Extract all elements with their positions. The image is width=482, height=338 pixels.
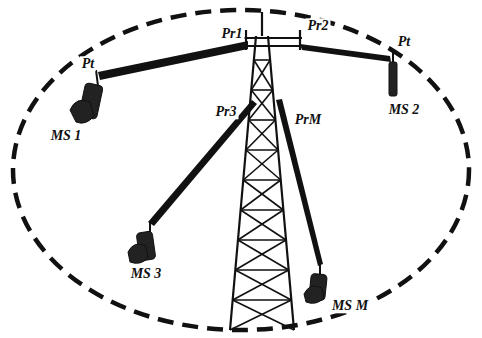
station-label: MS M	[330, 298, 370, 313]
tower-leg	[230, 36, 256, 330]
tower-bracing	[230, 60, 294, 330]
tower-brace	[243, 179, 280, 181]
tower-brace	[238, 210, 283, 240]
power-label: PrM	[293, 112, 323, 127]
tower-leg	[268, 36, 294, 330]
tower-brace	[233, 270, 289, 300]
insulator	[299, 30, 301, 50]
radio-beam	[300, 44, 391, 62]
tower-crossarm	[244, 45, 302, 47]
handset	[389, 52, 397, 96]
mobile-stations	[70, 52, 397, 303]
tower-brace	[249, 120, 279, 150]
tower-brace	[241, 210, 286, 240]
handset	[304, 264, 327, 303]
tower-brace	[246, 150, 281, 180]
tower-brace	[251, 60, 270, 90]
handset	[70, 70, 103, 123]
tower-brace	[254, 59, 270, 61]
power-label: Pr3	[214, 104, 239, 119]
radio-beam	[98, 41, 248, 80]
tower-brace	[243, 150, 278, 180]
tower-brace	[238, 239, 286, 241]
tower-brace	[235, 269, 288, 271]
handset	[128, 222, 156, 263]
tower-crossarm	[244, 37, 302, 39]
station-label: MS 3	[129, 266, 164, 281]
base-station-tower	[230, 12, 302, 330]
tower-brace	[254, 60, 273, 90]
tower-brace	[249, 119, 276, 121]
power-label: Pt	[80, 56, 96, 71]
power-label: Pt	[396, 34, 412, 49]
cell-boundary	[13, 10, 469, 330]
tower-brace	[241, 180, 281, 210]
tower-brace	[235, 240, 286, 270]
radio-beams	[98, 41, 391, 266]
tower-brace	[238, 240, 289, 270]
radio-beam	[148, 100, 257, 226]
tower-brace	[246, 149, 278, 151]
station-label: MS 2	[387, 102, 422, 117]
tower-brace	[251, 89, 273, 91]
tower-brace	[230, 300, 291, 330]
tower-brace	[246, 120, 276, 150]
tower-brace	[241, 209, 284, 211]
power-label: Pr2	[306, 18, 331, 33]
tower-brace	[233, 300, 294, 330]
station-label: MS 1	[49, 128, 84, 143]
radio-beam	[276, 99, 323, 266]
tower-brace	[235, 270, 291, 300]
tower-brace	[233, 299, 292, 301]
tower-mast	[261, 12, 263, 36]
power-label: Pr1	[220, 26, 245, 41]
tower-brace	[243, 180, 283, 210]
